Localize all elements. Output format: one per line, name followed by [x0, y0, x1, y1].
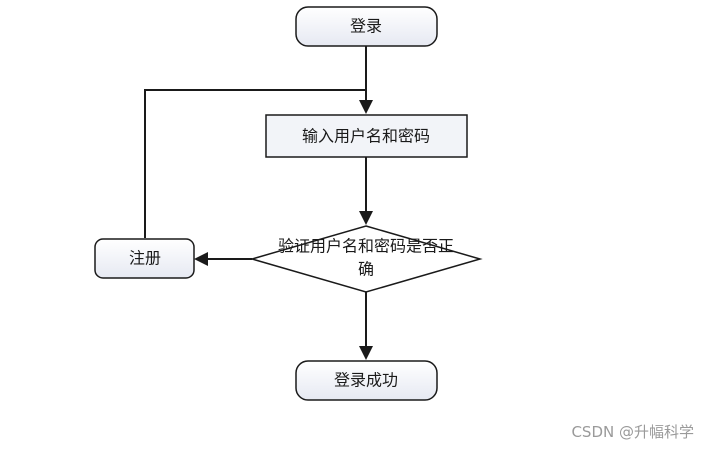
watermark-text: CSDN @升幅科学: [571, 423, 694, 441]
verify-decision-shape: [249, 225, 483, 293]
success-node-shape: [295, 360, 438, 401]
verify-decision-node: 验证用户名和密码是否正 确: [249, 225, 483, 293]
success-node: 登录成功: [295, 360, 438, 401]
start-node: 登录: [295, 6, 438, 47]
success-node-label: 登录成功: [334, 371, 398, 390]
arrowhead-to-register: [194, 252, 208, 266]
input-credentials-node: 输入用户名和密码: [265, 114, 468, 158]
register-node-shape: [94, 238, 195, 279]
start-node-shape: [295, 6, 438, 47]
arrowhead-to-success: [359, 346, 373, 360]
arrowhead-to-decision: [359, 211, 373, 225]
connector-register-loop-back: [144, 89, 366, 238]
verify-decision-label-line1: 验证用户名和密码是否正: [278, 237, 454, 256]
register-node-label: 注册: [129, 249, 161, 268]
start-node-label: 登录: [350, 17, 382, 36]
register-node: 注册: [94, 238, 195, 279]
verify-decision-label-line2: 确: [358, 260, 374, 279]
input-credentials-label: 输入用户名和密码: [302, 127, 430, 146]
input-credentials-shape: [265, 114, 468, 158]
arrowhead-to-input: [359, 100, 373, 114]
